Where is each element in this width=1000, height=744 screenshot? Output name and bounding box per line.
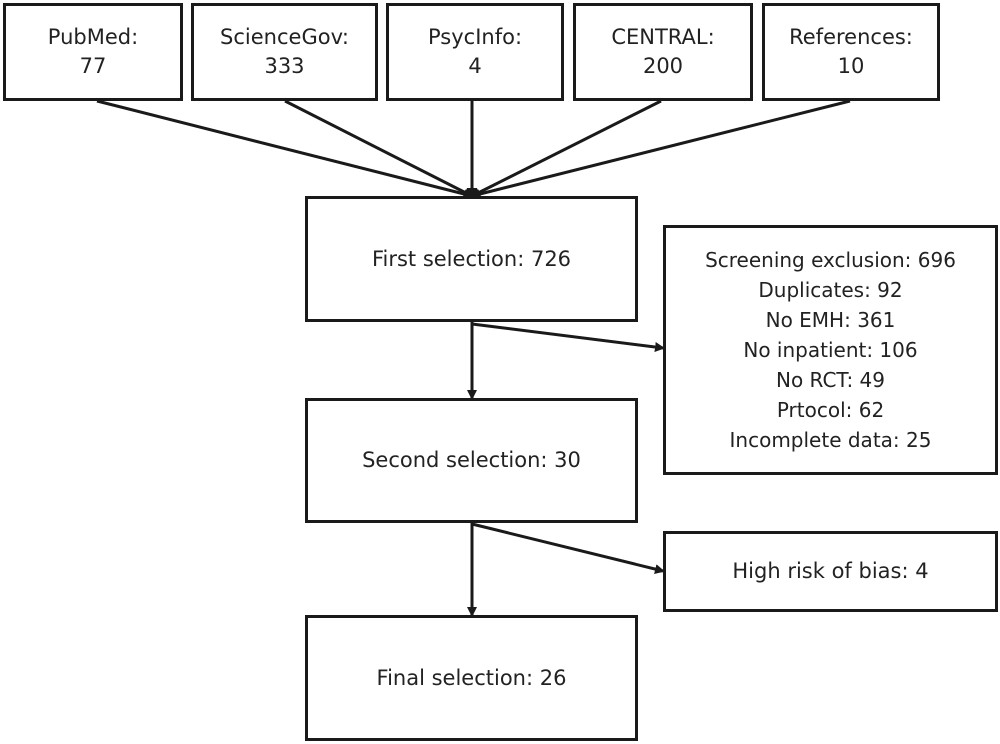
source-name: References: (789, 25, 913, 49)
arrow-second-to-bias-exclusion (471, 522, 665, 574)
source-box-references: References: 10 (762, 3, 940, 101)
arrow-references-to-first (470, 99, 851, 199)
screening-exclusion-box: Screening exclusion: 696 Duplicates: 92 … (663, 225, 998, 475)
exclusion-no-inpatient: No inpatient: 106 (743, 338, 918, 362)
source-box-central: CENTRAL: 200 (573, 3, 753, 101)
exclusion-high-risk-of-bias: High risk of bias: 4 (732, 559, 929, 583)
source-count: 77 (79, 54, 107, 78)
exclusion-incomplete-data: Incomplete data: 25 (729, 428, 932, 452)
source-box-sciencegov: ScienceGov: 333 (191, 3, 378, 101)
source-name: PubMed: (47, 25, 139, 49)
source-box-pubmed: PubMed: 77 (3, 3, 183, 101)
source-count: 10 (837, 54, 865, 78)
arrow-pubmed-to-first (96, 99, 474, 199)
exclusion-no-rct: No RCT: 49 (776, 368, 885, 392)
arrow-sciencegov-to-first (284, 99, 474, 198)
arrow-first-to-screening-exclusion (471, 322, 665, 352)
final-selection-label: Final selection: 26 (376, 665, 567, 690)
first-selection-label: First selection: 726 (371, 246, 572, 271)
source-count: 333 (264, 54, 305, 78)
arrow-central-to-first (470, 99, 662, 198)
second-selection-label: Second selection: 30 (362, 448, 581, 472)
source-count: 4 (468, 54, 482, 78)
source-box-psycinfo: PsycInfo: 4 (386, 3, 564, 101)
source-name: PsycInfo: (427, 25, 523, 49)
exclusion-screening-total: Screening exclusion: 696 (705, 248, 956, 272)
exclusion-no-emh: No EMH: 361 (765, 308, 896, 332)
second-selection-box: Second selection: 30 (305, 398, 638, 523)
first-selection-box: First selection: 726 (305, 196, 638, 322)
source-count: 200 (642, 54, 684, 78)
bias-exclusion-box: High risk of bias: 4 (663, 531, 998, 612)
exclusion-protocol: Prtocol: 62 (776, 398, 885, 422)
source-name: CENTRAL: (611, 25, 715, 49)
exclusion-duplicates: Duplicates: 92 (758, 278, 903, 302)
final-selection-box: Final selection: 26 (305, 615, 638, 741)
source-name: ScienceGov: (220, 25, 349, 49)
